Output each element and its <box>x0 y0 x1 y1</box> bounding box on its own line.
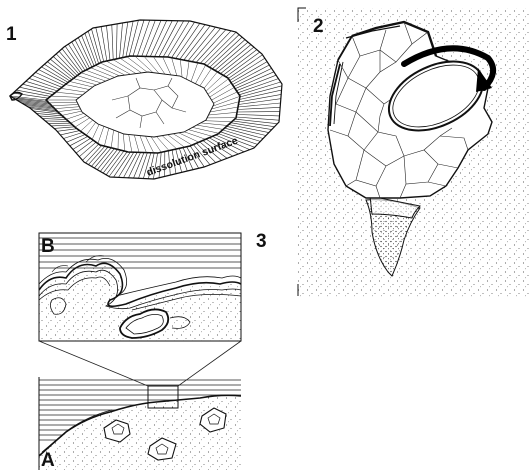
panel-1: 1 dissolution surface <box>6 20 282 179</box>
sub-label-A: A <box>41 450 55 470</box>
panel-2-label: 2 <box>313 16 324 37</box>
panel-2: 2 <box>296 8 531 298</box>
zoom-connectors <box>39 341 241 386</box>
sub-label-B: B <box>41 236 55 257</box>
view-A: A <box>39 377 241 470</box>
panel-1-label: 1 <box>6 24 17 45</box>
annotation-dissolution-surface: dissolution surface <box>145 135 240 179</box>
panel-3-label: 3 <box>256 231 267 252</box>
crystal-diamond <box>10 20 282 179</box>
panel-3: 3 <box>39 231 267 470</box>
inset-B: B <box>39 233 241 341</box>
